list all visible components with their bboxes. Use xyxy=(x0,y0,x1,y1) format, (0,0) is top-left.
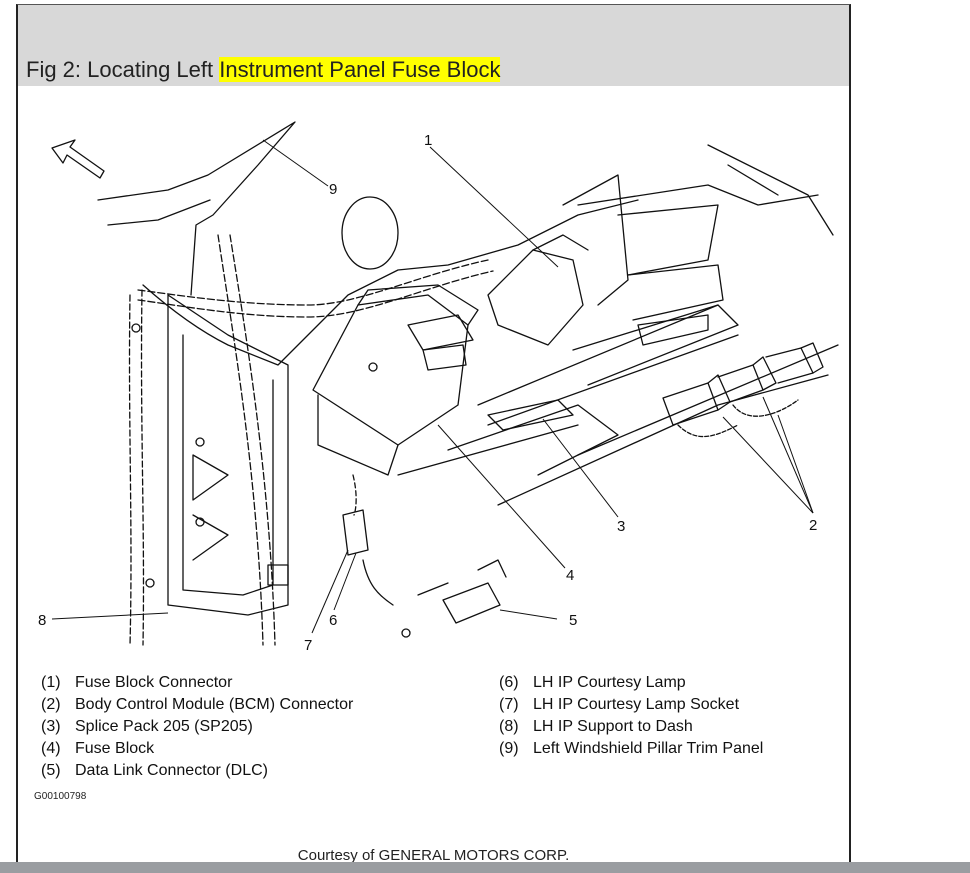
legend-label: Fuse Block Connector xyxy=(75,674,233,691)
legend-label: Left Windshield Pillar Trim Panel xyxy=(533,740,764,757)
legend-item: (6) LH IP Courtesy Lamp xyxy=(499,672,763,694)
legend-number: (9) xyxy=(499,740,519,757)
data-link-connector xyxy=(442,582,501,624)
direction-arrow-icon xyxy=(51,139,105,179)
legend-number: (8) xyxy=(499,718,519,735)
callout-5: 5 xyxy=(569,612,577,629)
legend-number: (1) xyxy=(41,674,61,691)
callout-2: 2 xyxy=(809,517,817,534)
callout-3: 3 xyxy=(617,518,625,535)
figure-code: G00100798 xyxy=(34,791,87,802)
legend-number: (4) xyxy=(41,740,61,757)
dash-contour xyxy=(142,199,639,366)
legend-number: (2) xyxy=(41,696,61,713)
bcm-connector-1 xyxy=(662,382,719,426)
legend-left: (1) Fuse Block Connector (2) Body Control … xyxy=(41,672,353,782)
callout-9: 9 xyxy=(329,181,337,198)
legend-label: Fuse Block xyxy=(75,740,155,757)
figure-frame: Fig 2: Locating Left Instrument Panel Fu… xyxy=(16,4,851,864)
fuse-block-connector xyxy=(487,249,584,346)
callout-6: 6 xyxy=(329,612,337,629)
legend-label: Body Control Module (BCM) Connector xyxy=(75,696,354,713)
bottom-scroll-bar[interactable] xyxy=(0,862,970,873)
figure-title-highlight: Instrument Panel Fuse Block xyxy=(219,57,501,82)
figure-title: Fig 2: Locating Left Instrument Panel Fu… xyxy=(26,57,501,83)
callout-4: 4 xyxy=(566,567,574,584)
legend-item: (5) Data Link Connector (DLC) xyxy=(41,760,353,782)
legend-number: (5) xyxy=(41,762,61,779)
figure-title-prefix: Fig 2: Locating Left xyxy=(26,57,220,82)
courtesy-lamp xyxy=(342,509,369,556)
wire-harness xyxy=(128,294,132,646)
legend-label: LH IP Courtesy Lamp Socket xyxy=(533,696,740,713)
legend-label: Splice Pack 205 (SP205) xyxy=(75,718,253,735)
callout-1: 1 xyxy=(424,132,432,149)
legend-number: (6) xyxy=(499,674,519,691)
mirror-oval xyxy=(341,196,399,270)
callout-8: 8 xyxy=(38,612,46,629)
callout-7: 7 xyxy=(304,637,312,654)
pillar-trim-panel xyxy=(97,121,296,296)
legend-item: (3) Splice Pack 205 (SP205) xyxy=(41,716,353,738)
legend-right: (6) LH IP Courtesy Lamp (7) LH IP Courtesy… xyxy=(499,672,763,760)
bcm-connector-2 xyxy=(717,364,764,403)
legend-label: LH IP Courtesy Lamp xyxy=(533,674,686,691)
fuse-block-diagram: 1 2 3 4 5 6 7 8 9 xyxy=(38,121,839,654)
legend-number: (3) xyxy=(41,718,61,735)
screw-icon xyxy=(401,628,411,638)
ip-support-panel xyxy=(167,294,289,616)
legend-item: (8) LH IP Support to Dash xyxy=(499,716,763,738)
bcm-connector-3 xyxy=(765,347,814,384)
legend-item: (4) Fuse Block xyxy=(41,738,353,760)
legend-label: LH IP Support to Dash xyxy=(533,718,693,735)
legend-item: (2) Body Control Module (BCM) Connector xyxy=(41,694,353,716)
legend-number: (7) xyxy=(499,696,519,713)
courtesy-line: Courtesy of GENERAL MOTORS CORP. xyxy=(297,847,570,864)
legend-item: (9) Left Windshield Pillar Trim Panel xyxy=(499,738,763,760)
legend-label: Data Link Connector (DLC) xyxy=(75,762,268,779)
legend-item: (1) Fuse Block Connector xyxy=(41,672,353,694)
splice-pack xyxy=(487,399,574,431)
legend-item: (7) LH IP Courtesy Lamp Socket xyxy=(499,694,763,716)
